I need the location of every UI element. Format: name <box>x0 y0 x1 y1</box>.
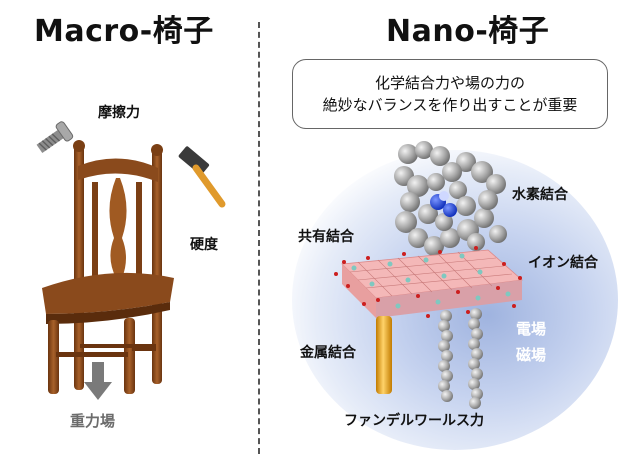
hammer-icon <box>178 146 226 208</box>
van-der-waals-label: ファンデルワールス力 <box>344 413 484 429</box>
chain-legs <box>438 308 483 409</box>
macro-title: Macro-椅子 <box>34 14 214 49</box>
callout-line-2: 絶妙なバランスを作り出すことが重要 <box>322 96 578 114</box>
screw-icon <box>36 121 74 153</box>
crystal-lattice-seat <box>334 246 523 322</box>
gold-metal-leg <box>376 316 392 394</box>
covalent-bond-label: 共有結合 <box>298 229 354 245</box>
callout-box: 化学結合力や場の力の 絶妙なバランスを作り出すことが重要 <box>292 59 608 129</box>
wooden-chair <box>42 140 174 394</box>
ionic-bond-label: イオン結合 <box>528 255 598 271</box>
hardness-label: 硬度 <box>190 237 218 253</box>
metallic-bond-label: 金属結合 <box>300 345 356 361</box>
magnetic-field-label: 磁場 <box>516 346 547 364</box>
down-arrow-icon <box>84 362 112 400</box>
hydrogen-bond-label: 水素結合 <box>512 187 568 203</box>
molecule-backrest <box>394 141 507 256</box>
nano-title: Nano-椅子 <box>386 14 550 49</box>
callout-line-1: 化学結合力や場の力の <box>374 74 525 92</box>
dashed-divider <box>258 22 260 454</box>
gravity-label: 重力場 <box>70 412 116 430</box>
electric-field-label: 電場 <box>516 320 547 338</box>
friction-label: 摩擦力 <box>98 105 140 121</box>
